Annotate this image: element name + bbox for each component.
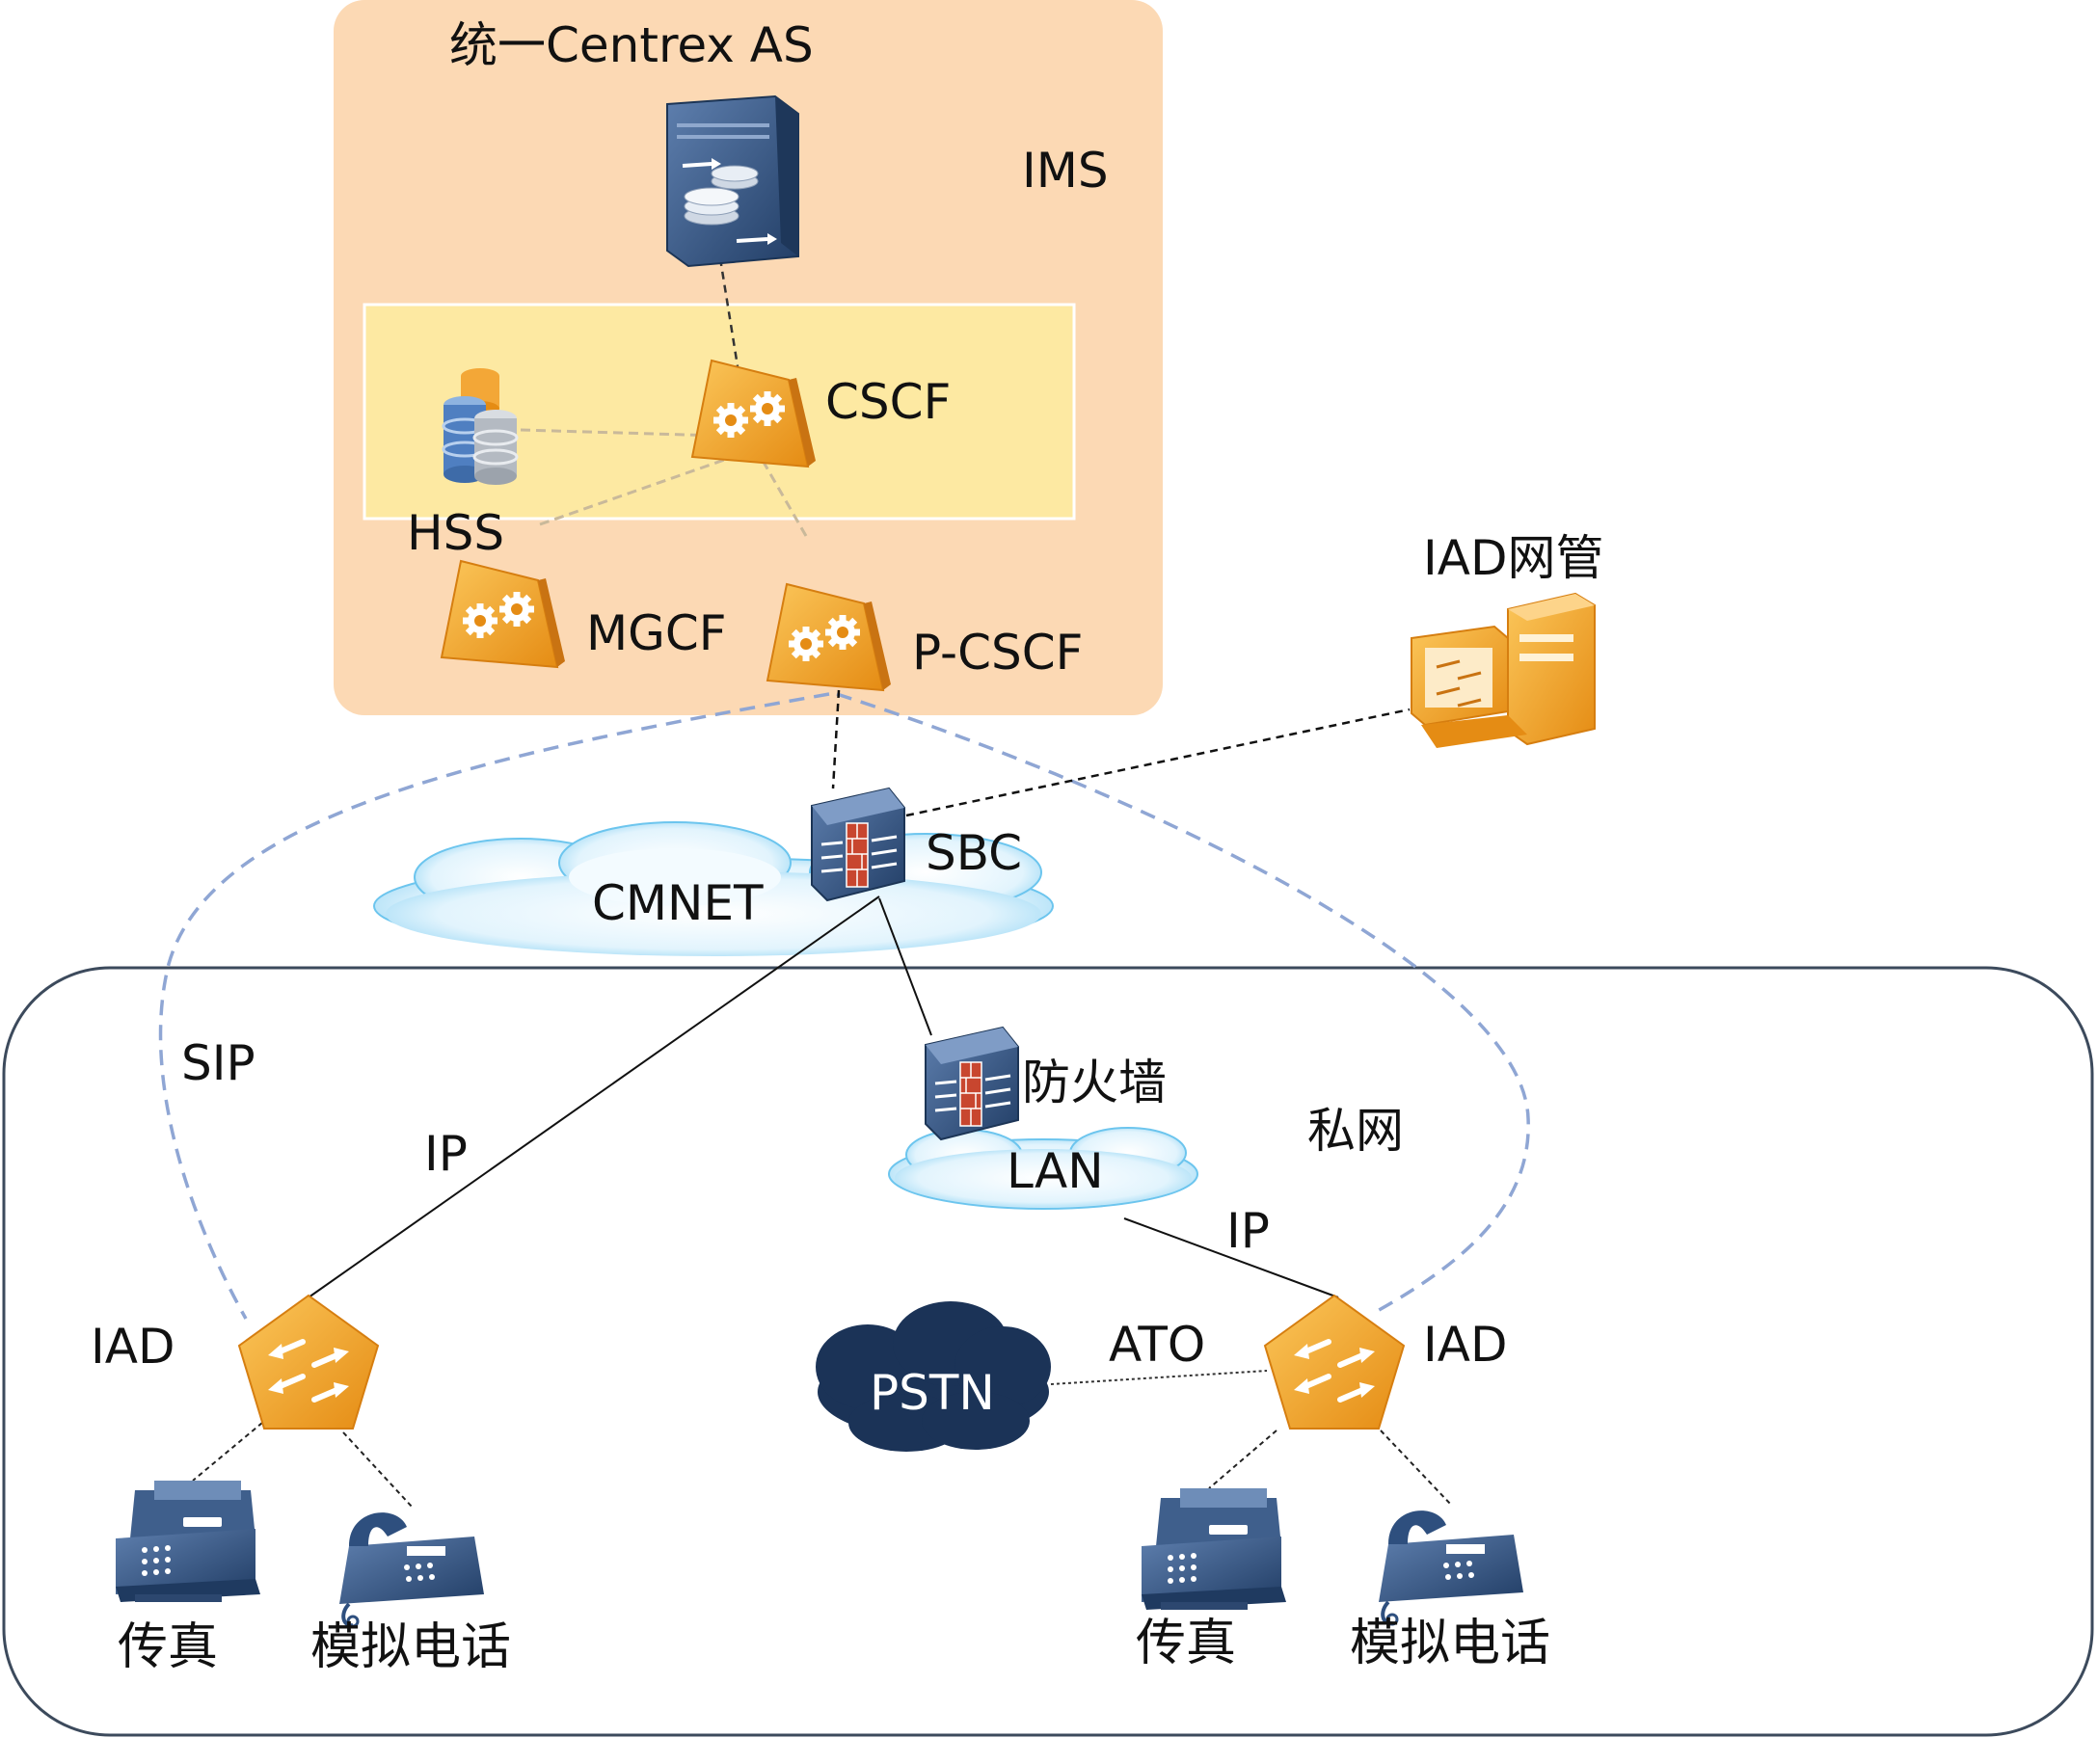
fax-left-icon	[116, 1481, 260, 1602]
sbc-label: SBC	[926, 825, 1022, 881]
link-iad-right-fax	[1208, 1430, 1277, 1489]
sip-path-left	[158, 692, 830, 1320]
pstn-label: PSTN	[870, 1365, 995, 1421]
link-sbc-firewall	[878, 897, 932, 1036]
phone-left-icon	[337, 1510, 486, 1628]
pcscf-label: P-CSCF	[912, 625, 1083, 681]
link-as-cscf	[718, 257, 739, 367]
private-net-label: 私网	[1307, 1103, 1404, 1159]
ato-label: ATO	[1109, 1317, 1205, 1373]
sip-path-right	[836, 692, 1530, 1315]
sip-label: SIP	[181, 1035, 255, 1091]
fax-right-label: 传真	[1136, 1615, 1236, 1672]
centrex-as-label: 统一Centrex AS	[449, 17, 814, 73]
cmnet-label: CMNET	[592, 875, 764, 931]
phone-right-icon	[1377, 1509, 1525, 1626]
iad-left-router-icon	[239, 1296, 378, 1429]
ip-right-label: IP	[1226, 1203, 1270, 1259]
cscf-label: CSCF	[825, 374, 951, 430]
hss-label: HSS	[407, 505, 504, 561]
firewall-icon	[924, 1026, 1020, 1141]
lan-label: LAN	[1007, 1143, 1104, 1199]
sbc-firewall-icon	[810, 787, 906, 902]
phone-right-label: 模拟电话	[1350, 1615, 1550, 1672]
iad-right-label: IAD	[1423, 1317, 1507, 1373]
pstn-cloud	[816, 1301, 1051, 1452]
ip-left-label: IP	[424, 1126, 468, 1182]
iad-right-router-icon	[1265, 1296, 1404, 1429]
link-pcscf-sbc	[831, 689, 841, 789]
phone-left-label: 模拟电话	[310, 1618, 511, 1676]
link-iad-left-phone	[342, 1431, 414, 1509]
link-hss-cscf	[520, 428, 720, 438]
fax-left-label: 传真	[118, 1618, 218, 1676]
mgcf-label: MGCF	[586, 605, 727, 661]
iad-left-label: IAD	[91, 1319, 175, 1375]
centrex-as-server-icon	[666, 94, 799, 268]
hss-database-icon	[442, 368, 519, 485]
link-sbc-iadmgmt	[905, 708, 1411, 817]
enterprise-region	[2, 966, 2094, 1737]
ims-label: IMS	[1022, 143, 1109, 199]
firewall-label: 防火墙	[1022, 1055, 1167, 1110]
link-lan-iad-right	[1123, 1217, 1339, 1298]
iad-mgmt-workstation-icon	[1411, 592, 1596, 748]
link-iad-left-fax	[192, 1422, 263, 1482]
link-sbc-iad-left	[308, 895, 880, 1298]
link-pstn-iad-right	[1050, 1370, 1268, 1385]
fax-right-icon	[1142, 1488, 1286, 1610]
link-iad-right-phone	[1380, 1430, 1453, 1507]
iad-mgmt-label: IAD网管	[1423, 530, 1603, 586]
link-mgcf-cscf	[539, 455, 734, 526]
